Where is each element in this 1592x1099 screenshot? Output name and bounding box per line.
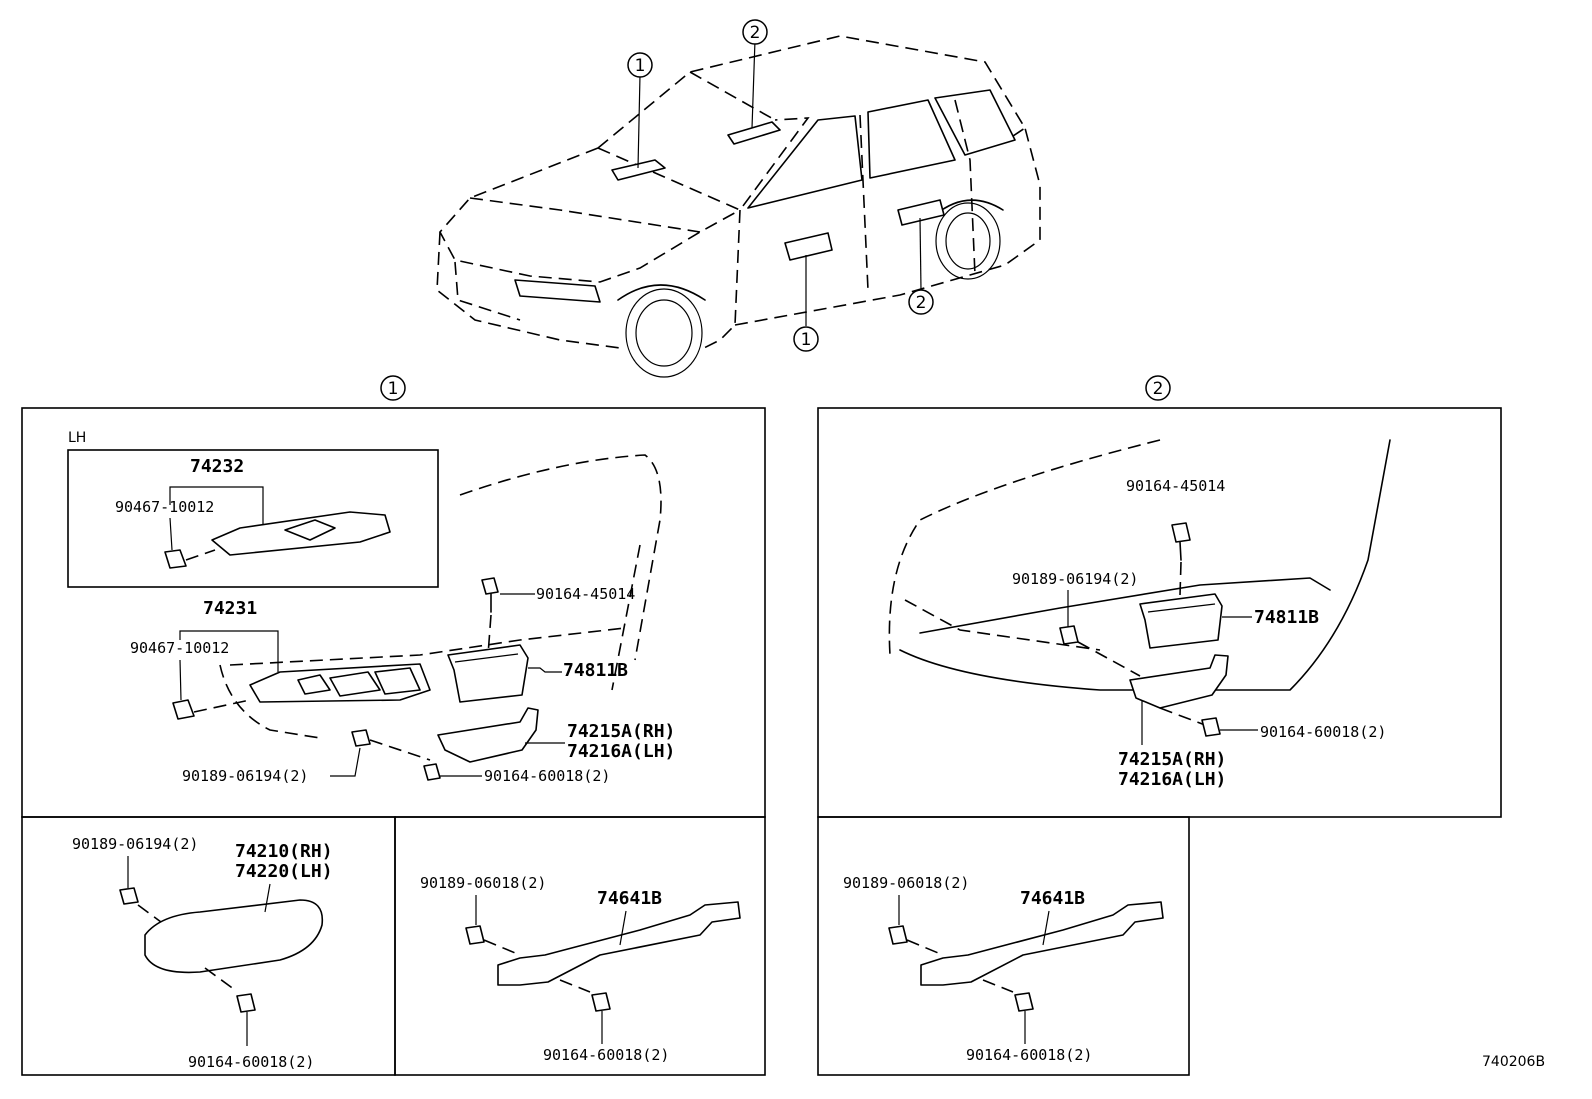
handle-label-b5: 74641B — [1020, 888, 1085, 909]
switch-hole-b — [329, 671, 381, 697]
svg-text:2: 2 — [916, 293, 927, 313]
nut-label-b3: 90189-06194(2) — [72, 835, 198, 853]
marker-1-top: 1 — [627, 52, 653, 78]
handle-lh-label-b3: 74220(LH) — [235, 861, 333, 882]
section-1-marker: 1 — [380, 375, 406, 401]
svg-text:1: 1 — [388, 379, 399, 399]
handle-74210 — [144, 899, 324, 974]
cup-74811b-s1 — [447, 644, 529, 703]
inset-lh-frame — [67, 449, 439, 588]
marker-1-door: 1 — [793, 326, 819, 352]
screw-top-icon-s1 — [481, 577, 499, 595]
screw-bottom-label-s1: 90164-60018(2) — [484, 767, 610, 785]
svg-text:1: 1 — [635, 56, 646, 76]
nut-icon-b3 — [119, 887, 139, 905]
screw-top-label-s1: 90164-45014 — [536, 585, 635, 603]
switch-hole-lh — [284, 519, 336, 541]
cup-74811b-s2 — [1139, 593, 1223, 649]
handle-label-b4: 74641B — [597, 888, 662, 909]
screw-label-b4: 90164-60018(2) — [543, 1046, 669, 1064]
svg-text:1: 1 — [801, 330, 812, 350]
box-4-frame — [394, 816, 766, 1076]
nut-icon-s2 — [1059, 625, 1079, 645]
nut-label-s1: 90189-06194(2) — [182, 767, 308, 785]
nut-icon-s1 — [351, 729, 371, 747]
bracket-rh-label-s1: 74215A(RH) — [567, 721, 675, 742]
svg-text:2: 2 — [750, 23, 761, 43]
clip-inset-label: 90467-10012 — [115, 498, 214, 516]
screw-label-b3: 90164-60018(2) — [188, 1053, 314, 1071]
screw-label-b5: 90164-60018(2) — [966, 1046, 1092, 1064]
bracket-s2 — [1129, 654, 1229, 709]
switch-hole-c — [374, 667, 421, 695]
nut-icon-b5 — [888, 925, 908, 945]
car-illustration — [436, 35, 1041, 378]
figure-code: 740206B — [1482, 1054, 1545, 1070]
svg-text:2: 2 — [1153, 379, 1164, 399]
inset-lh-label: LH — [68, 430, 86, 446]
screw-icon-b3 — [236, 993, 256, 1013]
nut-icon-b4 — [465, 925, 485, 945]
marker-2-door: 2 — [908, 289, 934, 315]
cup-label-s2: 74811B — [1254, 607, 1319, 628]
screw-bottom-icon-s1 — [423, 763, 441, 781]
part-74231-label: 74231 — [203, 598, 257, 619]
cup-label-s1: 74811B — [563, 660, 628, 681]
clip-trim-label: 90467-10012 — [130, 639, 229, 657]
box-5-frame — [817, 816, 1190, 1076]
part-74232-label: 74232 — [190, 456, 244, 477]
bracket-rh-label-s2: 74215A(RH) — [1118, 749, 1226, 770]
section-2-marker: 2 — [1145, 375, 1171, 401]
handle-74641b-b4 — [497, 901, 741, 986]
nut-label-b4: 90189-06018(2) — [420, 874, 546, 892]
handle-74641b-b5 — [920, 901, 1164, 986]
bracket-lh-label-s2: 74216A(LH) — [1118, 769, 1226, 790]
nut-label-s2: 90189-06194(2) — [1012, 570, 1138, 588]
screw-bottom-label-s2: 90164-60018(2) — [1260, 723, 1386, 741]
screw-top-icon-s2 — [1171, 522, 1191, 543]
bracket-s1 — [437, 707, 539, 763]
switch-hole-a — [297, 674, 331, 695]
screw-top-label-s2: 90164-45014 — [1126, 477, 1225, 495]
handle-rh-label-b3: 74210(RH) — [235, 841, 333, 862]
screw-icon-b4 — [591, 992, 611, 1012]
bracket-lh-label-s1: 74216A(LH) — [567, 741, 675, 762]
clip-inset-icon — [164, 549, 187, 569]
clip-trim-icon — [172, 699, 195, 720]
screw-icon-b5 — [1014, 992, 1034, 1012]
marker-2-top: 2 — [742, 19, 768, 45]
screw-bottom-icon-s2 — [1201, 717, 1221, 737]
nut-label-b5: 90189-06018(2) — [843, 874, 969, 892]
